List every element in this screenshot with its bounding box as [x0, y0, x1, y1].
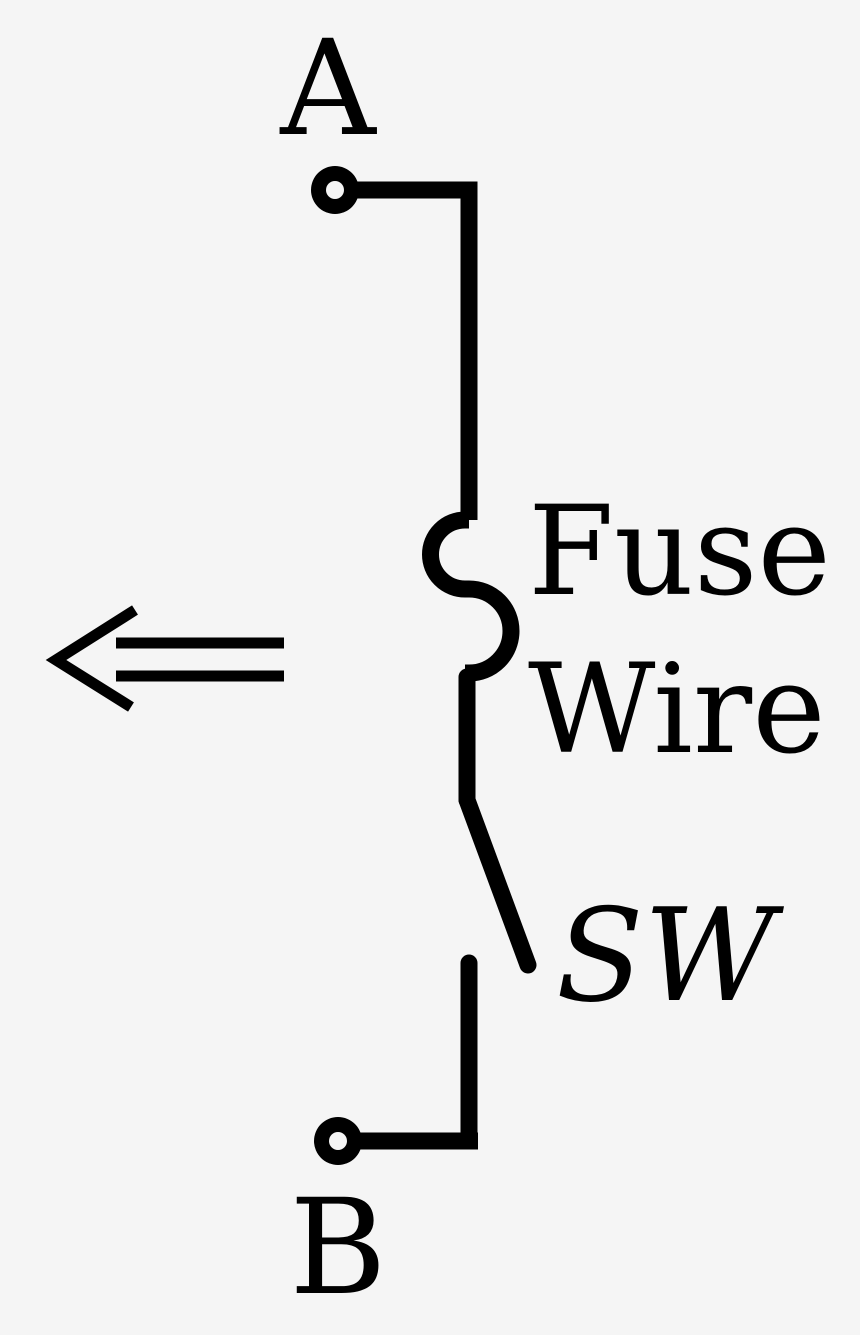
terminal-a-node-hole [326, 181, 344, 199]
switch-label: SW [556, 882, 785, 1031]
terminal-b-label: B [289, 1171, 386, 1325]
fuse-label-line2: Wire [528, 638, 826, 782]
fuse-wire [422, 511, 520, 682]
left-arrow-icon [45, 605, 284, 712]
switch-blade [458, 791, 537, 974]
terminal-b-node-hole [329, 1132, 347, 1150]
top-wire [356, 181, 478, 520]
terminal-a-label: A [279, 12, 377, 166]
fuse-label-line1: Fuse [528, 480, 831, 624]
